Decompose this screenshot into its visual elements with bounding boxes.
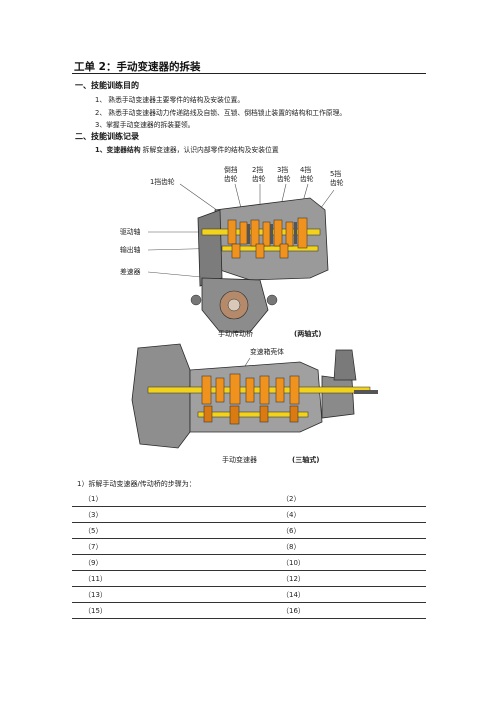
- label-gear1: 1挡齿轮: [150, 177, 175, 186]
- label-gear4-a: 4挡: [300, 165, 311, 174]
- transaxle-cutaway-diagram: 1挡齿轮 倒挡 齿轮 2挡 齿轮 3挡 齿轮 4挡 齿轮 5挡 齿轮 驱动轴 输…: [120, 165, 344, 333]
- step-row-divider: [72, 538, 426, 539]
- label-differential: 差速器: [120, 267, 141, 276]
- label-gear3-b: 齿轮: [277, 174, 291, 183]
- input-shaft: [201, 228, 321, 236]
- main-shaft: [147, 386, 371, 394]
- axle-flange-right: [266, 294, 278, 306]
- transmission-cutaway-diagram: 变速箱壳体: [131, 343, 378, 449]
- label-reverse-a: 倒挡: [224, 165, 238, 174]
- label-gear4-b: 齿轮: [300, 174, 314, 183]
- step-cell-10: （10）: [282, 559, 305, 567]
- step-row-divider: [72, 522, 426, 523]
- step-cell-4: （4）: [282, 511, 301, 519]
- caption-transaxle-note: (两轴式): [294, 330, 322, 338]
- step-row-divider: [72, 554, 426, 555]
- step-cell-6: （6）: [282, 527, 301, 535]
- section-heading-record: 二、技能训练记录: [75, 132, 139, 141]
- caption-transaxle: 手动传动桥: [218, 330, 253, 338]
- step-row-divider: [72, 586, 426, 587]
- step-row-divider: [72, 618, 426, 619]
- purpose-item-2: 2、 熟悉手动变速器动力传递路线及自锁、互锁、倒档锁止装置的结构和工作原理。: [95, 109, 347, 117]
- step-row-divider: [72, 602, 426, 603]
- step-cell-12: （12）: [282, 575, 305, 583]
- countershaft: [197, 411, 309, 418]
- steps-intro: 1）拆解手动变速器/传动桥的步骤为：: [77, 480, 196, 488]
- purpose-item-1: 1、 熟悉手动变速器主要零件的结构及安装位置。: [95, 96, 245, 104]
- bell-housing-2: [131, 343, 191, 449]
- main-gears: [201, 373, 300, 405]
- section-heading-purpose: 一、技能训练目的: [75, 81, 139, 90]
- page-title: 工单 2：手动变速器的拆装: [74, 61, 201, 73]
- label-reverse-b: 齿轮: [224, 174, 238, 183]
- step-cell-7: （7）: [84, 543, 103, 551]
- structure-subheading-text: 拆解变速器，认识内部零件的结构及安装位置: [140, 146, 279, 154]
- axle-flange-left: [190, 294, 202, 306]
- step-cell-3: （3）: [84, 511, 103, 519]
- step-cell-8: （8）: [282, 543, 301, 551]
- purpose-item-3: 3、掌握手动变速器的拆装要领。: [95, 121, 195, 129]
- step-row-divider: [72, 506, 426, 507]
- label-gear5-a: 5挡: [330, 169, 341, 178]
- step-cell-13: （13）: [84, 591, 107, 599]
- structure-subheading-bold: 1、变速器结构: [95, 146, 141, 154]
- gear-set: [227, 217, 308, 259]
- caption-transmission: 手动变速器: [222, 456, 257, 464]
- extension-housing: [321, 375, 355, 419]
- title-divider: [72, 73, 426, 74]
- step-cell-9: （9）: [84, 559, 103, 567]
- counter-gears: [203, 405, 299, 425]
- step-row-divider: [72, 570, 426, 571]
- step-cell-1: （1）: [84, 495, 103, 503]
- label-gear5-b: 齿轮: [330, 178, 344, 187]
- label-housing: 变速箱壳体: [250, 347, 284, 356]
- label-drive-shaft: 驱动轴: [120, 227, 141, 236]
- step-cell-5: （5）: [84, 527, 103, 535]
- shifter-tower: [333, 349, 357, 381]
- step-cell-15: （15）: [84, 607, 107, 615]
- label-gear2-a: 2挡: [252, 165, 263, 174]
- step-cell-14: （14）: [282, 591, 305, 599]
- bell-housing: [197, 209, 223, 287]
- synchronizers: [247, 222, 297, 244]
- label-output-shaft: 输出轴: [120, 245, 141, 254]
- differential-carrier: [227, 298, 241, 312]
- step-cell-11: （11）: [84, 575, 107, 583]
- label-gear2-b: 齿轮: [252, 174, 266, 183]
- caption-transmission-note: (三轴式): [292, 456, 320, 464]
- step-cell-16: （16）: [282, 607, 305, 615]
- output-yoke: [354, 390, 378, 394]
- structure-subheading: 1、变速器结构 拆解变速器，认识内部零件的结构及安装位置: [95, 144, 279, 154]
- step-cell-2: （2）: [282, 495, 301, 503]
- label-gear3-a: 3挡: [277, 165, 288, 174]
